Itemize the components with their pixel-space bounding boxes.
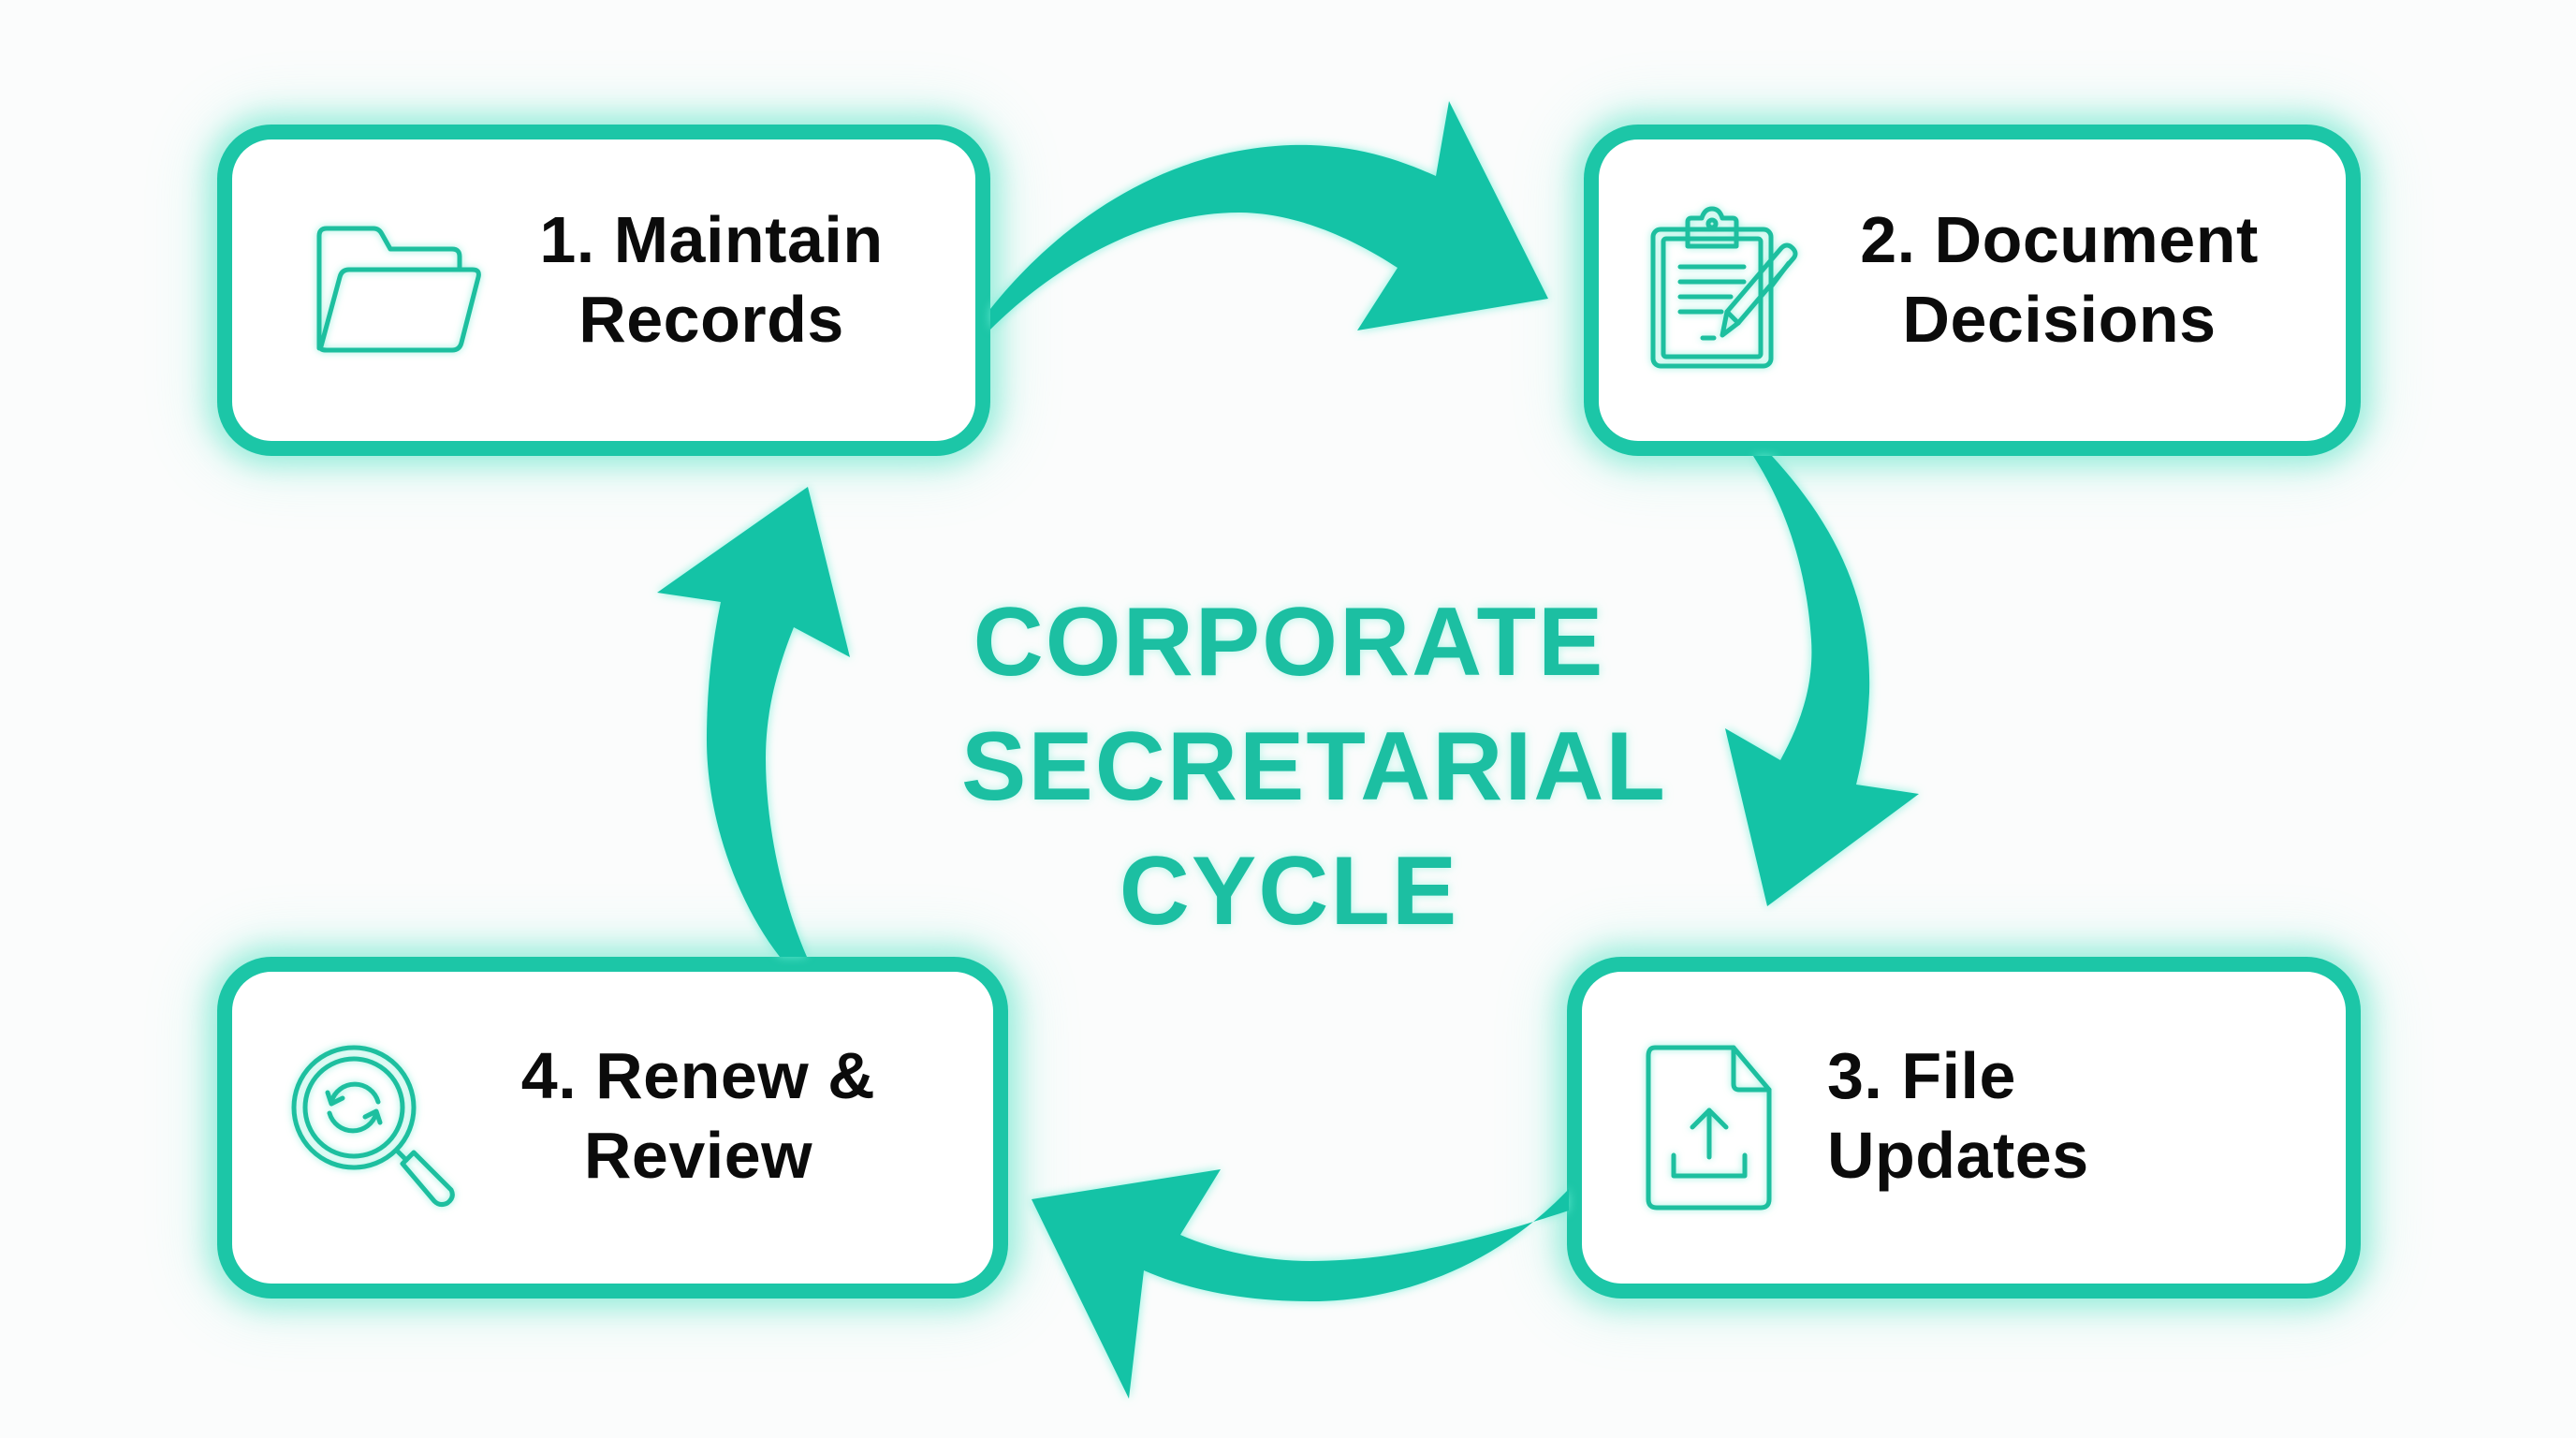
magnifier-refresh-icon bbox=[290, 1044, 457, 1211]
step-1-line-1: 1. Maintain bbox=[539, 203, 884, 276]
step-1-line-2: Records bbox=[578, 283, 844, 356]
clipboard-pen-icon bbox=[1650, 206, 1802, 370]
title-line-3: CYCLE bbox=[1119, 837, 1459, 946]
title-line-2: SECRETARIAL bbox=[961, 712, 1667, 821]
step-3-line-2: Updates bbox=[1827, 1119, 2089, 1192]
arrow-step2-to-step3 bbox=[1725, 456, 1919, 906]
arrow-step4-to-step1 bbox=[657, 487, 850, 957]
step-4-line-2: Review bbox=[583, 1119, 813, 1192]
step-4-label: 4. Renew & Review bbox=[492, 1036, 904, 1196]
arrow-step3-to-step4 bbox=[1032, 1169, 1569, 1399]
step-box-renew-review bbox=[217, 957, 1008, 1299]
step-2-label: 2. Document Decisions bbox=[1825, 200, 2293, 360]
step-box-maintain-records bbox=[217, 125, 990, 456]
step-box-file-updates bbox=[1567, 957, 2361, 1299]
step-box-document-decisions bbox=[1584, 125, 2361, 456]
arrow-step1-to-step2 bbox=[990, 101, 1548, 330]
step-4-line-1: 4. Renew & bbox=[520, 1039, 876, 1112]
step-3-label: 3. File Updates bbox=[1827, 1036, 2202, 1196]
file-upload-icon bbox=[1646, 1045, 1773, 1211]
title-line-1: CORPORATE bbox=[973, 588, 1605, 697]
folder-icon bbox=[312, 223, 486, 356]
step-3-line-1: 3. File bbox=[1827, 1039, 2016, 1112]
diagram-title: CORPORATE SECRETARIAL CYCLE bbox=[961, 580, 1667, 954]
step-1-label: 1. Maintain Records bbox=[505, 200, 917, 360]
step-2-line-2: Decisions bbox=[1902, 283, 2217, 356]
step-2-line-1: 2. Document bbox=[1860, 203, 2259, 276]
